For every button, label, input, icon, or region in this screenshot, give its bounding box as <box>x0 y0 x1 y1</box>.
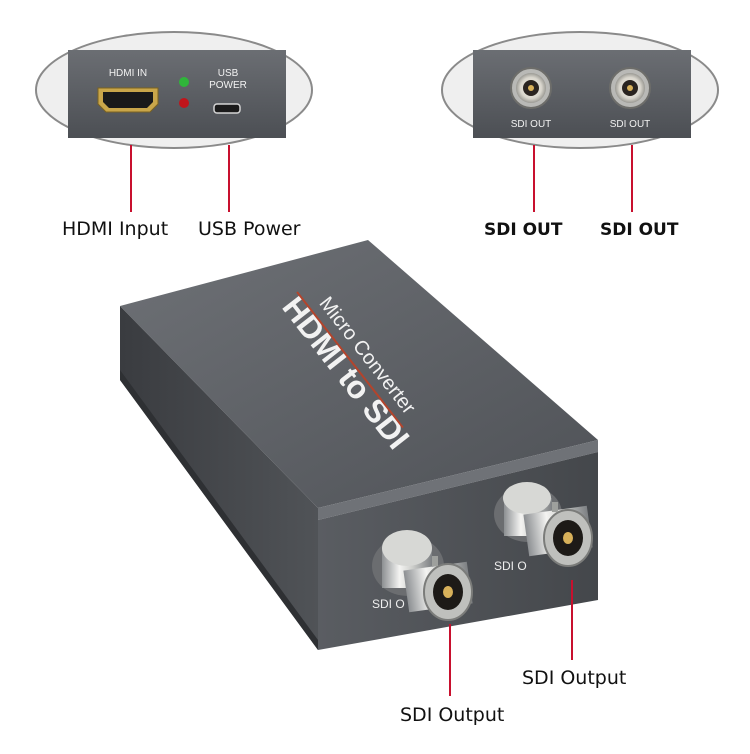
callout-sdi-output-bottom: SDI Output <box>400 704 505 726</box>
zoom-left-panel: HDMI IN USB POWER <box>35 31 313 149</box>
led-green-icon <box>179 77 189 87</box>
zoom-right-panel: SDI OUT SDI OUT <box>441 31 719 149</box>
right-end-plate <box>473 50 691 138</box>
front-sdi-label-right: SDI O <box>494 559 527 573</box>
sdi-out-panel-label-1: SDI OUT <box>511 119 552 130</box>
bnc-connector-front-right <box>494 482 593 567</box>
callout-usb-power: USB Power <box>198 218 301 240</box>
hdmi-in-label: HDMI IN <box>109 68 147 79</box>
bnc-connector-icon <box>609 67 651 109</box>
hdmi-port-icon <box>97 87 159 113</box>
bnc-connector-front-left <box>372 530 473 621</box>
callout-lines-bottom <box>449 580 573 696</box>
bnc-connector-icon <box>510 67 552 109</box>
callout-lines-top <box>130 145 633 212</box>
device-side-face <box>120 306 318 650</box>
converter-device: Micro Converter HDMI to SDI SDI O SDI O <box>120 240 598 650</box>
callout-sdi-output-right: SDI Output <box>522 667 627 689</box>
front-sdi-label-left: SDI O <box>372 597 405 611</box>
device-top-face <box>120 240 598 508</box>
usb-label-line1: USB <box>218 68 239 79</box>
callout-hdmi-input: HDMI Input <box>62 218 169 240</box>
callout-sdi-out-2: SDI OUT <box>600 220 679 240</box>
callout-sdi-out-1: SDI OUT <box>484 220 563 240</box>
micro-usb-port-icon <box>213 103 241 114</box>
usb-label-line2: POWER <box>209 80 247 91</box>
led-red-icon <box>179 98 189 108</box>
sdi-out-panel-label-2: SDI OUT <box>610 119 651 130</box>
